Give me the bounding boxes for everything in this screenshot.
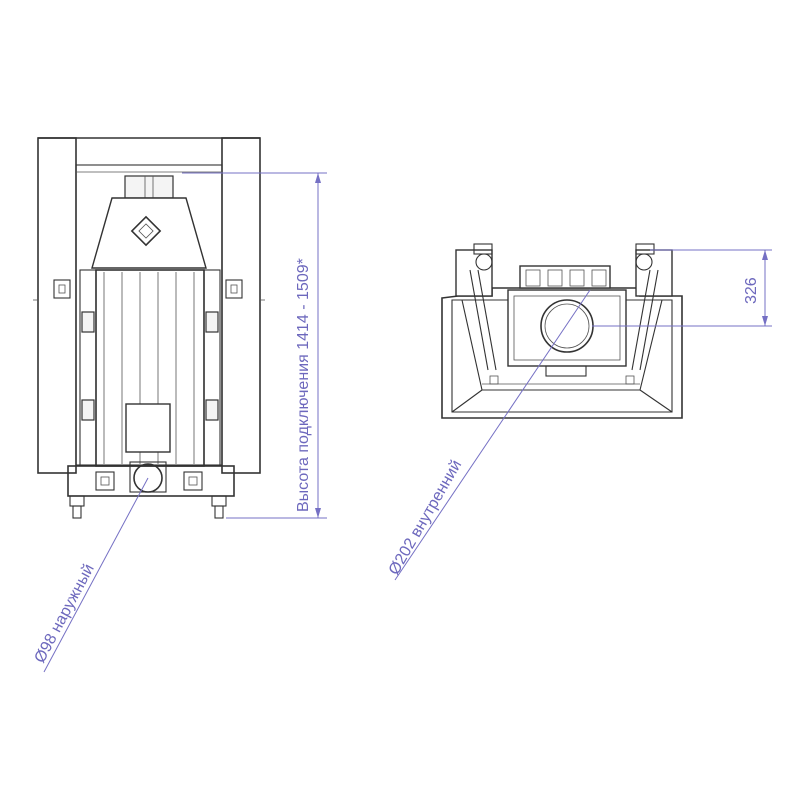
connection-height-label: Высота подключения 1414 - 1509*: [295, 258, 312, 512]
top-view: [441, 243, 683, 419]
logo-icon: [130, 215, 162, 247]
front-view: [33, 137, 265, 519]
outer-diameter-dimension: Ø98 наружный: [32, 477, 149, 673]
outer-diameter-label: Ø98 наружный: [32, 561, 98, 665]
height-326-label: 326: [743, 277, 760, 304]
connection-height-dimension: Высота подключения 1414 - 1509*: [182, 172, 327, 519]
inner-diameter-label: Ø202 внутренний: [386, 457, 466, 578]
height-326-dimension: 326: [592, 249, 772, 327]
